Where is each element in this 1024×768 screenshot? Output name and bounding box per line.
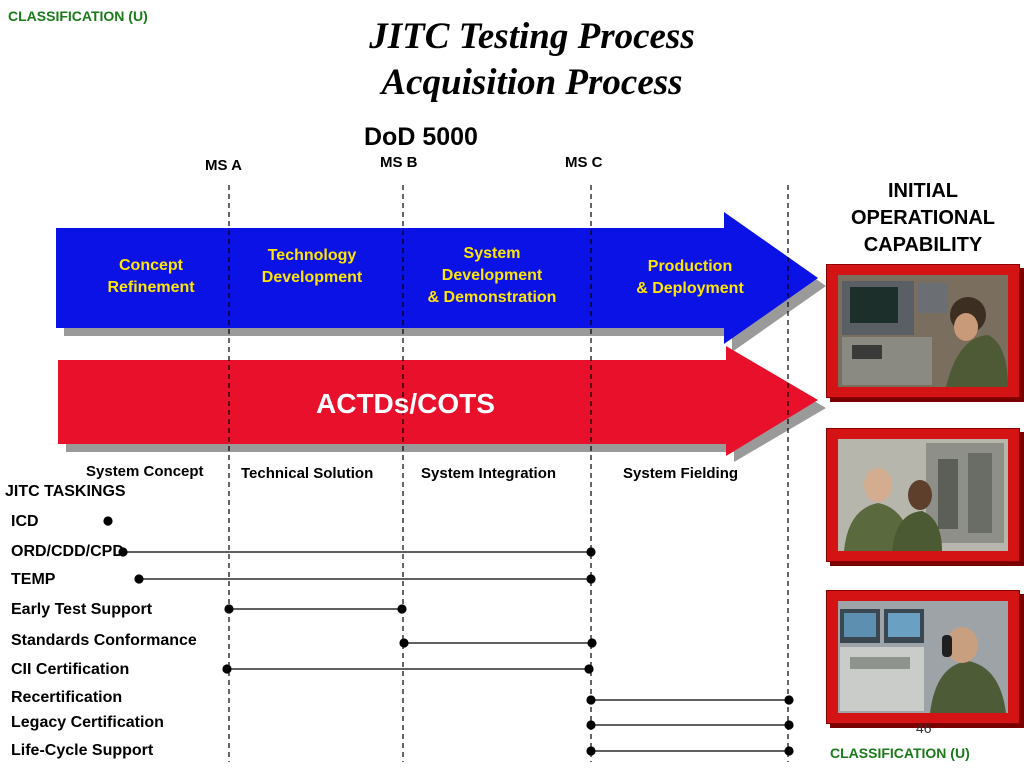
icd-dot	[103, 516, 113, 526]
classification-top: CLASSIFICATION (U)	[8, 8, 148, 24]
milestone-ms-c: MS C	[565, 154, 603, 171]
page-number: 46	[916, 720, 932, 736]
tasking-recertification: Recertification	[11, 689, 123, 706]
tasking-timelines	[103, 516, 794, 756]
phase-concept-refinement: Concept Refinement	[86, 255, 216, 299]
phase-label-line: & Deployment	[636, 280, 744, 297]
phase-label-line: Concept	[119, 257, 183, 274]
cii-start-dot	[222, 664, 232, 674]
temp-end-dot	[586, 574, 596, 584]
phase-system-development-demonstration: System Development & Demonstration	[412, 243, 572, 309]
recert-end-dot	[784, 695, 794, 705]
page-title-line1: JITC Testing Process	[369, 16, 695, 57]
lifecycle-end-dot	[784, 746, 794, 756]
tasking-standards-conformance: Standards Conformance	[11, 632, 197, 649]
phase-label-line: Development	[261, 269, 363, 286]
ord-start-dot	[118, 547, 128, 557]
tasking-legacy-certification: Legacy Certification	[11, 714, 164, 731]
page-title-line2: Acquisition Process	[381, 62, 683, 103]
classification-bottom: CLASSIFICATION (U)	[830, 745, 970, 761]
temp-start-dot	[134, 574, 144, 584]
photo-frame-3	[826, 590, 1020, 724]
photo-frame-2	[826, 428, 1020, 562]
phase-label-line: & Demonstration	[427, 289, 557, 306]
stage-system-integration: System Integration	[421, 465, 557, 482]
early-test-end-dot	[397, 604, 407, 614]
stage-system-concept: System Concept	[86, 463, 204, 480]
tasking-icd: ICD	[11, 513, 39, 530]
photo-soldiers-equipment	[838, 439, 1008, 551]
milestone-ms-a: MS A	[205, 157, 242, 174]
legacy-end-dot	[784, 720, 794, 730]
early-test-start-dot	[224, 604, 234, 614]
tasking-life-cycle-support: Life-Cycle Support	[11, 742, 154, 759]
ord-end-dot	[586, 547, 596, 557]
ioc-line-2: OPERATIONAL	[850, 207, 996, 229]
ioc-label: INITIAL OPERATIONAL CAPABILITY	[835, 178, 1011, 259]
phase-label-line: System	[463, 245, 521, 262]
tasking-cii-certification: CII Certification	[11, 661, 130, 678]
tasking-temp: TEMP	[11, 571, 56, 588]
standards-end-dot	[587, 638, 597, 648]
actds-arrow	[58, 346, 818, 456]
ioc-line-1: INITIAL	[888, 180, 958, 202]
phase-arrow	[56, 212, 818, 344]
cii-end-dot	[584, 664, 594, 674]
tasking-ord-cdd-cpd: ORD/CDD/CPD	[11, 543, 124, 560]
phase-label-line: Refinement	[107, 279, 195, 296]
phase-label-line: Production	[647, 258, 733, 275]
phase-production-deployment: Production & Deployment	[620, 256, 760, 300]
phase-label-line: Development	[441, 267, 543, 284]
actds-cots-label: ACTDs/COTS	[316, 388, 495, 419]
tasking-early-test-support: Early Test Support	[11, 601, 153, 618]
dod-5000-label: DoD 5000	[364, 123, 478, 151]
standards-start-dot	[399, 638, 409, 648]
photo-frame-1	[826, 264, 1020, 398]
ioc-line-3: CAPABILITY	[863, 234, 983, 256]
taskings-header: JITC TASKINGS	[5, 483, 126, 500]
legacy-start-dot	[586, 720, 596, 730]
milestone-ms-b: MS B	[380, 154, 418, 171]
stage-technical-solution: Technical Solution	[241, 465, 374, 482]
phase-label-line: Technology	[267, 247, 357, 264]
photo-operator-phone	[838, 601, 1008, 713]
photo-operator-console	[838, 275, 1008, 387]
phase-technology-development: Technology Development	[242, 245, 382, 289]
recert-start-dot	[586, 695, 596, 705]
stage-system-fielding: System Fielding	[623, 465, 739, 482]
lifecycle-start-dot	[586, 746, 596, 756]
